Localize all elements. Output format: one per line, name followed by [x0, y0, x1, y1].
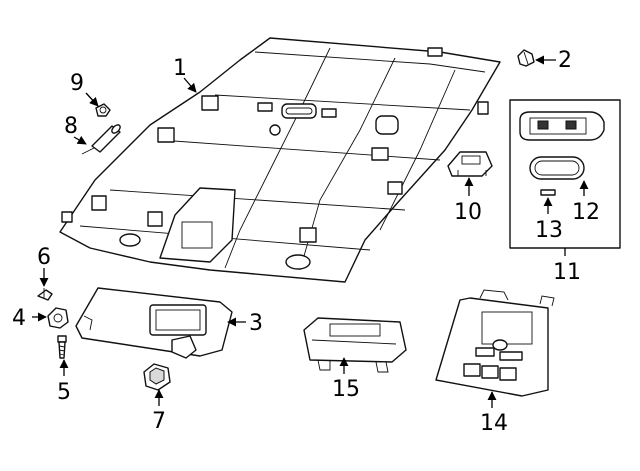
screw-part-5 — [57, 335, 67, 359]
callout-10: 10 — [454, 200, 482, 225]
callout-7: 7 — [152, 409, 166, 434]
leader-8 — [73, 135, 87, 145]
visor-mount-part-4 — [47, 307, 69, 329]
leader-1 — [183, 77, 197, 93]
callout-9: 9 — [70, 71, 84, 96]
callout-14: 14 — [480, 411, 508, 436]
callout-6: 6 — [37, 245, 51, 270]
callout-11: 11 — [553, 260, 581, 285]
callout-8: 8 — [64, 114, 78, 139]
callout-13: 13 — [535, 218, 563, 243]
clip-part-9 — [95, 103, 111, 117]
callout-4: 4 — [12, 306, 26, 331]
callout-5: 5 — [57, 380, 71, 405]
clip-part-6 — [37, 288, 53, 301]
callout-1: 1 — [173, 56, 187, 81]
clip-part-2 — [517, 49, 535, 67]
leader-9 — [85, 92, 99, 107]
callout-labels: 1 2 3 4 5 6 7 8 9 10 11 12 13 14 15 — [12, 48, 600, 436]
bracket-part-15 — [303, 317, 407, 373]
visor-clip-part-7 — [143, 363, 171, 391]
callout-3: 3 — [249, 311, 263, 336]
callout-15: 15 — [332, 377, 360, 402]
bracket-part-10 — [447, 151, 493, 177]
part-8 — [81, 124, 121, 155]
callout-12: 12 — [572, 200, 600, 225]
overhead-console-part — [435, 289, 555, 397]
sun-visor-part — [75, 287, 233, 359]
part-11-box — [509, 99, 621, 256]
leader-lines — [32, 55, 589, 408]
callout-2: 2 — [558, 48, 572, 73]
headliner-part — [59, 37, 501, 283]
